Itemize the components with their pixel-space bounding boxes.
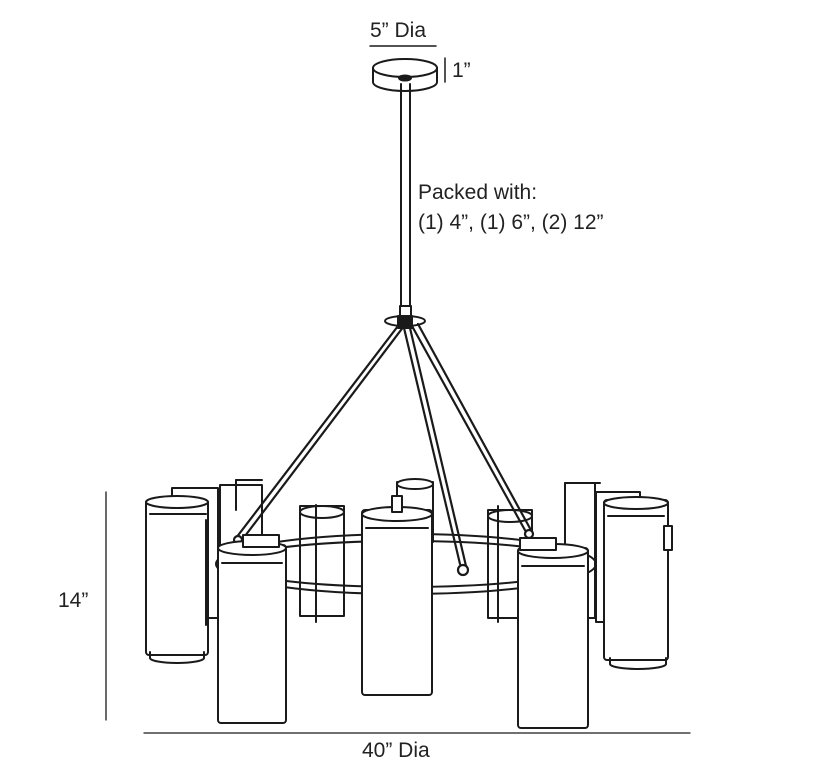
lamp-front-right (517, 537, 589, 729)
support-arms (232, 322, 535, 577)
fixture-height-label: 14” (58, 589, 89, 612)
packed-with-note: Packed with: (1) 4”, (1) 6”, (2) 12” (418, 178, 604, 238)
lamp-outer-left (145, 495, 209, 664)
packed-with-items: (1) 4”, (1) 6”, (2) 12” (418, 211, 604, 234)
packed-with-title: Packed with: (418, 181, 538, 204)
fixture-diameter-label: 40” Dia (362, 739, 430, 762)
stem-rod (399, 83, 412, 317)
lamp-front-center (361, 495, 433, 696)
canopy-diameter-label: 5” Dia (370, 19, 427, 42)
lamp-front-left (217, 534, 287, 724)
lamp-outer-right (603, 496, 673, 670)
canopy (372, 58, 438, 92)
canopy-height-label: 1” (452, 59, 471, 82)
